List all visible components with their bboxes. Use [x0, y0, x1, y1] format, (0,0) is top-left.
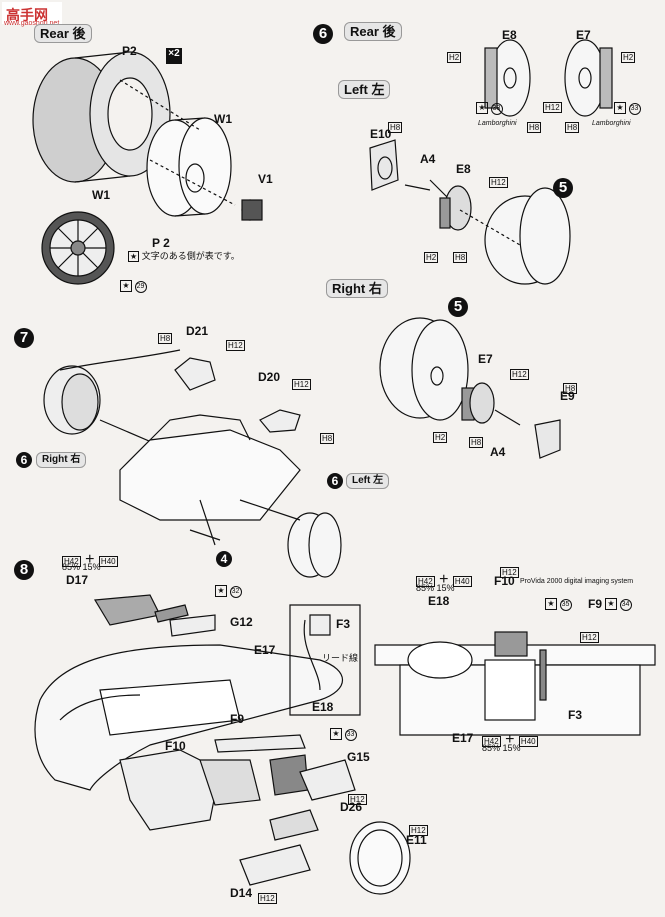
label-f9-right: F9	[588, 597, 603, 611]
label-e18: E18	[312, 700, 334, 714]
paint-h12-e8: H12	[489, 177, 508, 188]
label-w1: W1	[214, 112, 232, 126]
provida-text: ProVida 2000 digital imaging system	[520, 578, 634, 585]
paint-h2-e8: H2	[424, 252, 439, 263]
brand-left: Lamborghini	[478, 120, 517, 127]
label-e7: E7	[478, 352, 493, 366]
step8-number: 8	[14, 560, 34, 580]
label-e18-right: E18	[428, 594, 450, 608]
paint-h8-e8: H8	[453, 252, 468, 263]
mix-right-bottom: H42 + H40	[482, 731, 538, 748]
label-d14: D14	[230, 886, 253, 900]
label-w1b: W1	[92, 188, 110, 202]
star-icon: ★	[614, 102, 626, 114]
step6-number: 6	[313, 24, 333, 44]
brand-right: Lamborghini	[592, 120, 631, 127]
x2-icon: ×2	[166, 48, 182, 64]
paint-h12-e7: H12	[510, 369, 529, 380]
star-icon: ★	[128, 251, 140, 262]
paint-h12-right: H12	[580, 632, 599, 643]
watermark-title: 高手网	[6, 7, 48, 23]
paint-h12-e11: H12	[409, 825, 428, 836]
label-e11: E11	[406, 833, 427, 847]
right-ref: Right 右	[36, 452, 87, 468]
decal-33b: ★ 33	[614, 102, 641, 115]
label-g15: G15	[347, 750, 370, 764]
label-e8-top: E8	[502, 28, 517, 42]
label-v1: V1	[258, 172, 273, 186]
label-f3-right: F3	[568, 708, 583, 722]
paint-h8b: H8	[565, 122, 580, 133]
label-e10: E10	[370, 127, 392, 141]
watermark-url: www.gaoshou.net	[4, 20, 60, 27]
label-e17-right: E17	[452, 731, 474, 745]
lead-wire: リード線	[322, 653, 359, 663]
star-icon: ★	[330, 728, 342, 740]
step6-heading: Rear 後	[344, 22, 402, 41]
step-ref-5a: 5	[553, 178, 573, 198]
left-heading: Left 左	[338, 80, 391, 99]
paint-h8-e7: H8	[469, 437, 484, 448]
label-f10: F10	[165, 739, 186, 753]
decal-35: ★ 35	[545, 598, 572, 611]
paint-h8-d21: H8	[158, 333, 173, 344]
paint-h8-d20: H8	[320, 433, 335, 444]
decal-32: ★ 32	[215, 585, 242, 598]
label-d17: D17	[66, 573, 89, 587]
paint-h12-d21: H12	[226, 340, 245, 351]
step5-heading: Rear 後	[34, 24, 92, 43]
decal-33c: ★ 33	[330, 728, 357, 741]
paint-h12: H12	[543, 102, 562, 113]
label-g12: G12	[230, 615, 253, 629]
paint-h8-e10: H8	[388, 122, 403, 133]
label-f9: F9	[230, 712, 245, 726]
paint-h12-d26: H12	[348, 794, 367, 805]
step7-number: 7	[14, 328, 34, 348]
label-d26: D26	[340, 800, 363, 814]
right-heading: Right 右	[326, 279, 388, 298]
label-p2b: P 2	[152, 236, 170, 250]
left-ref: Left 左	[346, 473, 390, 489]
mix-right-top: H42 + H40	[416, 571, 472, 588]
step-ref-6-right: 6	[16, 452, 32, 468]
paint-h8: H8	[527, 122, 542, 133]
label-e8: E8	[456, 162, 471, 176]
label-f10-right: F10	[494, 574, 515, 588]
label-d20: D20	[258, 370, 281, 384]
paint-h2b: H2	[621, 52, 636, 63]
decal-34: ★ 34	[605, 598, 632, 611]
decal-29: ★ 29	[120, 280, 147, 293]
label-e7-top: E7	[576, 28, 591, 42]
star-icon: ★	[476, 102, 488, 114]
label-d21: D21	[186, 324, 209, 338]
paint-h12-f10: H12	[500, 567, 519, 578]
mix-left-pct: 85% 15%	[62, 562, 101, 572]
star-icon: ★	[545, 598, 557, 610]
label-f3: F3	[336, 617, 351, 631]
star-icon: ★	[120, 280, 132, 292]
step-ref-6-left: 6	[327, 473, 343, 489]
star-icon: ★	[215, 585, 227, 597]
paint-h12-d20: H12	[292, 379, 311, 390]
decal-33a: ★ 33	[476, 102, 503, 115]
paint-h12-d14: H12	[258, 893, 277, 904]
step-ref-5b: 5	[448, 297, 468, 317]
paint-h8-e9: H8	[563, 383, 578, 394]
label-p2: P2	[122, 44, 137, 58]
paint-h2: H2	[447, 52, 462, 63]
mix-left: H42 + H40	[62, 551, 118, 568]
note-printed-side: ★ 文字のある側が表です。	[128, 251, 240, 262]
label-a4b: A4	[490, 445, 506, 459]
label-e9: E9	[560, 389, 575, 403]
paint-h2-e7: H2	[433, 432, 448, 443]
label-a4: A4	[420, 152, 436, 166]
mix-right-bottom-pct: 85% 15%	[482, 743, 521, 753]
star-icon: ★	[605, 598, 617, 610]
step-ref-4: 4	[216, 551, 232, 567]
mix-right-top-pct: 85% 15%	[416, 583, 455, 593]
label-e17: E17	[254, 643, 276, 657]
